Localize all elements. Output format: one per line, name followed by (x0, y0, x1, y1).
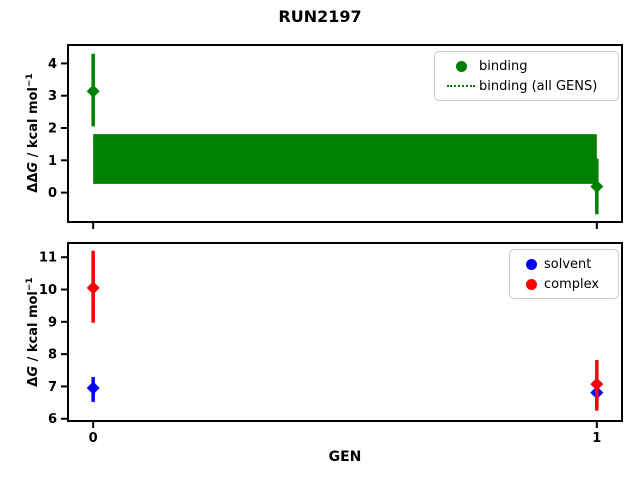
marker-complex-gen1 (590, 377, 604, 391)
marker-binding-gen1 (590, 179, 604, 193)
legend-circle-marker-icon (443, 60, 479, 72)
delta-symbol: Δ (26, 376, 42, 387)
y-tick-label: 3 (48, 89, 57, 104)
legend-label: binding (all GENS) (479, 78, 598, 94)
unit-text: / kcal mol (26, 87, 42, 162)
top-axes: 0 1 2 3 4 (48, 44, 623, 229)
axes-spines (67, 242, 623, 422)
legend-marker-glyph (525, 278, 537, 290)
marker-solvent-gen0 (86, 381, 100, 395)
top-y-axis-label: ΔΔG / kcal mol−1 (25, 73, 41, 192)
y-tick-label: 2 (48, 122, 57, 137)
figure-title: RUN2197 (278, 7, 362, 26)
y-tick-label: 8 (48, 348, 57, 363)
bottom-axes: 6 7 8 9 10 11 0 1 (39, 242, 623, 446)
unit-text: / kcal mol (26, 291, 42, 366)
legend-solvent-complex: solvent complex (509, 249, 619, 299)
marker-binding-gen0 (86, 84, 100, 98)
y-tick-label: 1 (48, 154, 57, 169)
legend-dotted-line-icon (443, 85, 479, 87)
y-tick-label: 4 (48, 57, 57, 72)
variable-g: G (26, 365, 42, 377)
legend-marker-glyph (455, 60, 467, 72)
y-tick-label: 6 (48, 412, 57, 427)
legend-binding: binding binding (all GENS) (434, 51, 619, 101)
y-tick-label: 10 (39, 283, 57, 298)
variable-g: G (26, 161, 42, 173)
unit-exponent: −1 (24, 73, 35, 88)
y-tick-label: 11 (39, 251, 57, 266)
legend-label: solvent (544, 256, 592, 272)
legend-item-solvent: solvent (518, 254, 610, 274)
legend-label: complex (544, 276, 600, 292)
legend-circle-marker-icon (518, 278, 544, 290)
x-tick-label: 1 (592, 431, 601, 446)
x-axis-label: GEN (328, 449, 362, 465)
legend-marker-glyph (525, 258, 537, 270)
y-tick-label: 0 (48, 186, 57, 201)
y-tick-label: 7 (48, 380, 57, 395)
x-tick-label: 0 (89, 431, 98, 446)
legend-item-binding: binding (443, 56, 610, 76)
legend-circle-marker-icon (518, 258, 544, 270)
marker-complex-gen0 (86, 281, 100, 295)
legend-label: binding (479, 58, 528, 74)
legend-item-complex: complex (518, 274, 610, 294)
legend-item-binding-all-gens-: binding (all GENS) (443, 76, 610, 96)
y-tick-label: 9 (48, 315, 57, 330)
unit-exponent: −1 (24, 277, 35, 292)
axes-spines (67, 44, 623, 223)
delta-symbol: ΔΔ (26, 172, 42, 193)
band-all-gens (93, 134, 597, 184)
legend-marker-glyph (447, 85, 475, 87)
